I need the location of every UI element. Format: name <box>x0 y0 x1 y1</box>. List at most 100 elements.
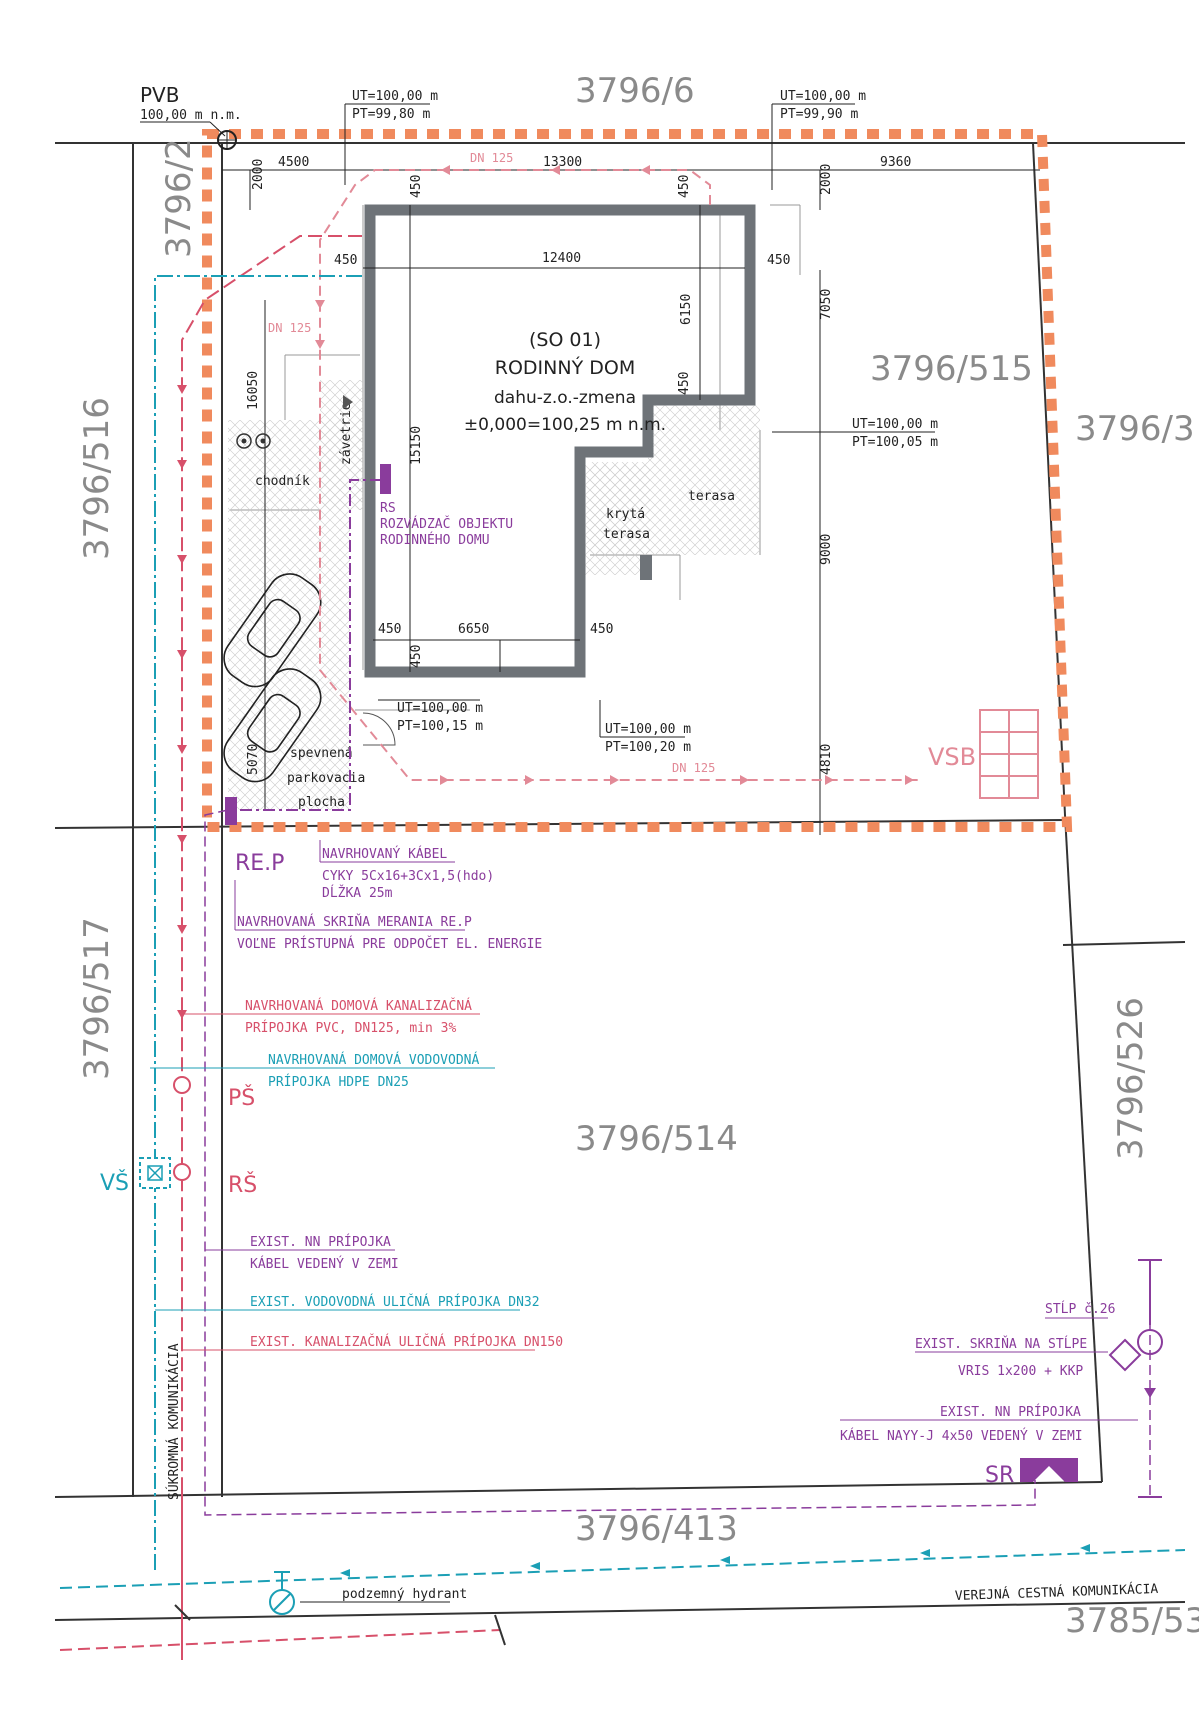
label-chodnik: chodník <box>255 474 310 489</box>
utility-pole-icon <box>1108 1259 1163 1498</box>
building-level: ±0,000=100,25 m n.m. <box>464 415 666 435</box>
dim-5070: 5070 <box>246 744 261 775</box>
label-parking-1: spevnená <box>290 746 353 761</box>
parcel-southwest: 3796/517 <box>77 917 117 1080</box>
svg-text:EXIST. NN PRÍPOJKA: EXIST. NN PRÍPOJKA <box>940 1404 1081 1420</box>
rs-line1: ROZVÁDZAČ OBJEKTU <box>380 516 513 532</box>
dim-13300: 13300 <box>543 155 582 170</box>
dim-4500: 4500 <box>278 155 309 170</box>
spot-height-1: UT=100,00 m PT=99,80 m <box>344 89 438 185</box>
dim-9360: 9360 <box>880 155 911 170</box>
drain-label-top: DN 125 <box>470 151 513 165</box>
parcel-south: 3796/514 <box>575 1119 738 1159</box>
drain-arrows <box>315 165 914 785</box>
svg-text:CYKY 5Cx16+3Cx1,5(hdo): CYKY 5Cx16+3Cx1,5(hdo) <box>322 869 494 884</box>
dim-450-h: 450 <box>409 645 424 668</box>
svg-text:VOĽNE PRÍSTUPNÁ PRE ODPOČET EL: VOĽNE PRÍSTUPNÁ PRE ODPOČET EL. ENERGIE <box>237 936 542 952</box>
car-icon-2 <box>223 668 322 783</box>
svg-text:NAVRHOVANÝ KÁBEL: NAVRHOVANÝ KÁBEL <box>322 846 447 862</box>
note-meter: NAVRHOVANÁ SKRIŇA MERANIA RE.P VOĽNE PRÍ… <box>234 880 542 952</box>
label-kryta-2: terasa <box>603 527 650 542</box>
rep-label: RE.P <box>235 851 284 876</box>
svg-text:DĹŽKA 25m: DĹŽKA 25m <box>322 885 393 901</box>
svg-text:VRIS 1x200 + KKP: VRIS 1x200 + KKP <box>958 1364 1083 1379</box>
svg-text:EXIST. SKRIŇA NA STĹPE: EXIST. SKRIŇA NA STĹPE <box>915 1336 1087 1352</box>
building-name: RODINNÝ DOM <box>495 356 635 379</box>
svg-text:EXIST. KANALIZAČNÁ ULIČNÁ PRÍP: EXIST. KANALIZAČNÁ ULIČNÁ PRÍPOJKA DN150 <box>250 1334 563 1350</box>
rs-shaft-label: RŠ <box>228 1172 257 1198</box>
drain-label-bottom: DN 125 <box>672 761 715 775</box>
dim-6650: 6650 <box>458 622 489 637</box>
rs-tag: RS <box>380 501 396 516</box>
note-sewer: NAVRHOVANÁ DOMOVÁ KANALIZAČNÁ PRÍPOJKA P… <box>182 998 480 1036</box>
vs-label: VŠ <box>100 1170 129 1196</box>
electric-cable <box>228 479 382 811</box>
building-variant: dahu-z.o.-zmena <box>494 388 636 408</box>
public-road-label: VEREJNÁ CESTNÁ KOMUNIKÁCIA <box>955 1581 1159 1604</box>
sr-label: SR <box>985 1463 1014 1488</box>
parcel-boundaries <box>54 142 1186 1621</box>
svg-text:PT=99,90 m: PT=99,90 m <box>780 107 858 122</box>
hydrant-icon <box>269 1571 295 1615</box>
sewer-shaft-ps-icon <box>173 1076 191 1094</box>
label-kryta-1: krytá <box>606 507 645 522</box>
public-water-main <box>59 1549 1186 1589</box>
vsb-tank-icon <box>979 709 1039 799</box>
dim-12400: 12400 <box>542 251 581 266</box>
dim-16050: 16050 <box>246 371 261 410</box>
public-sewer <box>59 1629 501 1651</box>
dim-450-e: 450 <box>677 372 692 395</box>
sewer-pipe <box>181 235 362 1660</box>
ps-label: PŠ <box>228 1085 255 1111</box>
svg-text:NAVRHOVANÁ DOMOVÁ VODOVODNÁ: NAVRHOVANÁ DOMOVÁ VODOVODNÁ <box>268 1052 479 1068</box>
note-pole: STĹP č.26 <box>1045 1301 1115 1319</box>
manhole-icon-2 <box>255 433 271 449</box>
car-icon-1 <box>223 573 322 688</box>
svg-text:PRÍPOJKA PVC, DN125, min 3%: PRÍPOJKA PVC, DN125, min 3% <box>245 1020 456 1036</box>
dim-450-d: 450 <box>767 253 790 268</box>
label-parking-3: plocha <box>298 795 345 810</box>
dimension-lines <box>222 169 1040 835</box>
parcel-bottom-right: 3785/53 <box>1065 1601 1199 1641</box>
terrace-post <box>640 555 652 580</box>
building-code: (SO 01) <box>529 329 601 351</box>
svg-text:KÁBEL VEDENÝ V ZEMI: KÁBEL VEDENÝ V ZEMI <box>250 1256 399 1272</box>
note-exist-nn: EXIST. NN PRÍPOJKA KÁBEL VEDENÝ V ZEMI <box>205 1234 399 1272</box>
note-cable: NAVRHOVANÝ KÁBEL CYKY 5Cx16+3Cx1,5(hdo) … <box>319 840 494 901</box>
door-swing-icon <box>362 712 396 746</box>
spot-height-3: UT=100,00 m PT=100,05 m <box>772 417 938 450</box>
private-road-label: SÚKROMNÁ KOMUNIKÁCIA <box>166 1343 182 1500</box>
dim-7050: 7050 <box>819 289 834 320</box>
svg-text:UT=100,00 m: UT=100,00 m <box>852 417 938 432</box>
dim-15150: 15150 <box>409 426 424 465</box>
dim-6150: 6150 <box>679 294 694 325</box>
drain-label-left: DN 125 <box>268 321 311 335</box>
svg-text:PRÍPOJKA HDPE DN25: PRÍPOJKA HDPE DN25 <box>268 1074 409 1090</box>
sewer-shaft-rs-icon <box>173 1163 191 1181</box>
vsb-label: VSB <box>928 743 976 771</box>
svg-text:EXIST. NN PRÍPOJKA: EXIST. NN PRÍPOJKA <box>250 1234 391 1250</box>
svg-text:UT=100,00 m: UT=100,00 m <box>397 701 483 716</box>
manhole-icon-1 <box>236 433 252 449</box>
sr-box-icon <box>1020 1458 1078 1482</box>
dim-4810: 4810 <box>819 744 834 775</box>
note-nn-right: EXIST. NN PRÍPOJKA KÁBEL NAYY-J 4x50 VED… <box>840 1404 1138 1444</box>
dim-9000: 9000 <box>819 534 834 565</box>
svg-text:STĹP č.26: STĹP č.26 <box>1045 1301 1115 1317</box>
rs-switchboard-icon <box>380 464 391 494</box>
svg-text:NAVRHOVANÁ SKRIŇA MERANIA RE.P: NAVRHOVANÁ SKRIŇA MERANIA RE.P <box>237 914 472 930</box>
parcel-main: 3796/515 <box>870 349 1033 389</box>
parcel-east: 3796/3 <box>1075 409 1195 449</box>
svg-text:PT=99,80 m: PT=99,80 m <box>352 107 430 122</box>
label-parking-2: parkovacia <box>287 771 365 786</box>
dim-450-a: 450 <box>409 175 424 198</box>
water-main-arrows <box>340 1544 1090 1577</box>
svg-text:PT=100,20 m: PT=100,20 m <box>605 740 691 755</box>
spot-height-2: UT=100,00 m PT=99,90 m <box>771 89 866 190</box>
zavetrie-area <box>320 380 363 510</box>
rep-meter-box-icon <box>225 797 237 825</box>
svg-text:EXIST. VODOVODNÁ ULIČNÁ PRÍPOJ: EXIST. VODOVODNÁ ULIČNÁ PRÍPOJKA DN32 <box>250 1294 540 1310</box>
rs-line2: RODINNÉHO DOMU <box>380 532 490 548</box>
spot-height-5: UT=100,00 m PT=100,20 m <box>599 700 691 755</box>
